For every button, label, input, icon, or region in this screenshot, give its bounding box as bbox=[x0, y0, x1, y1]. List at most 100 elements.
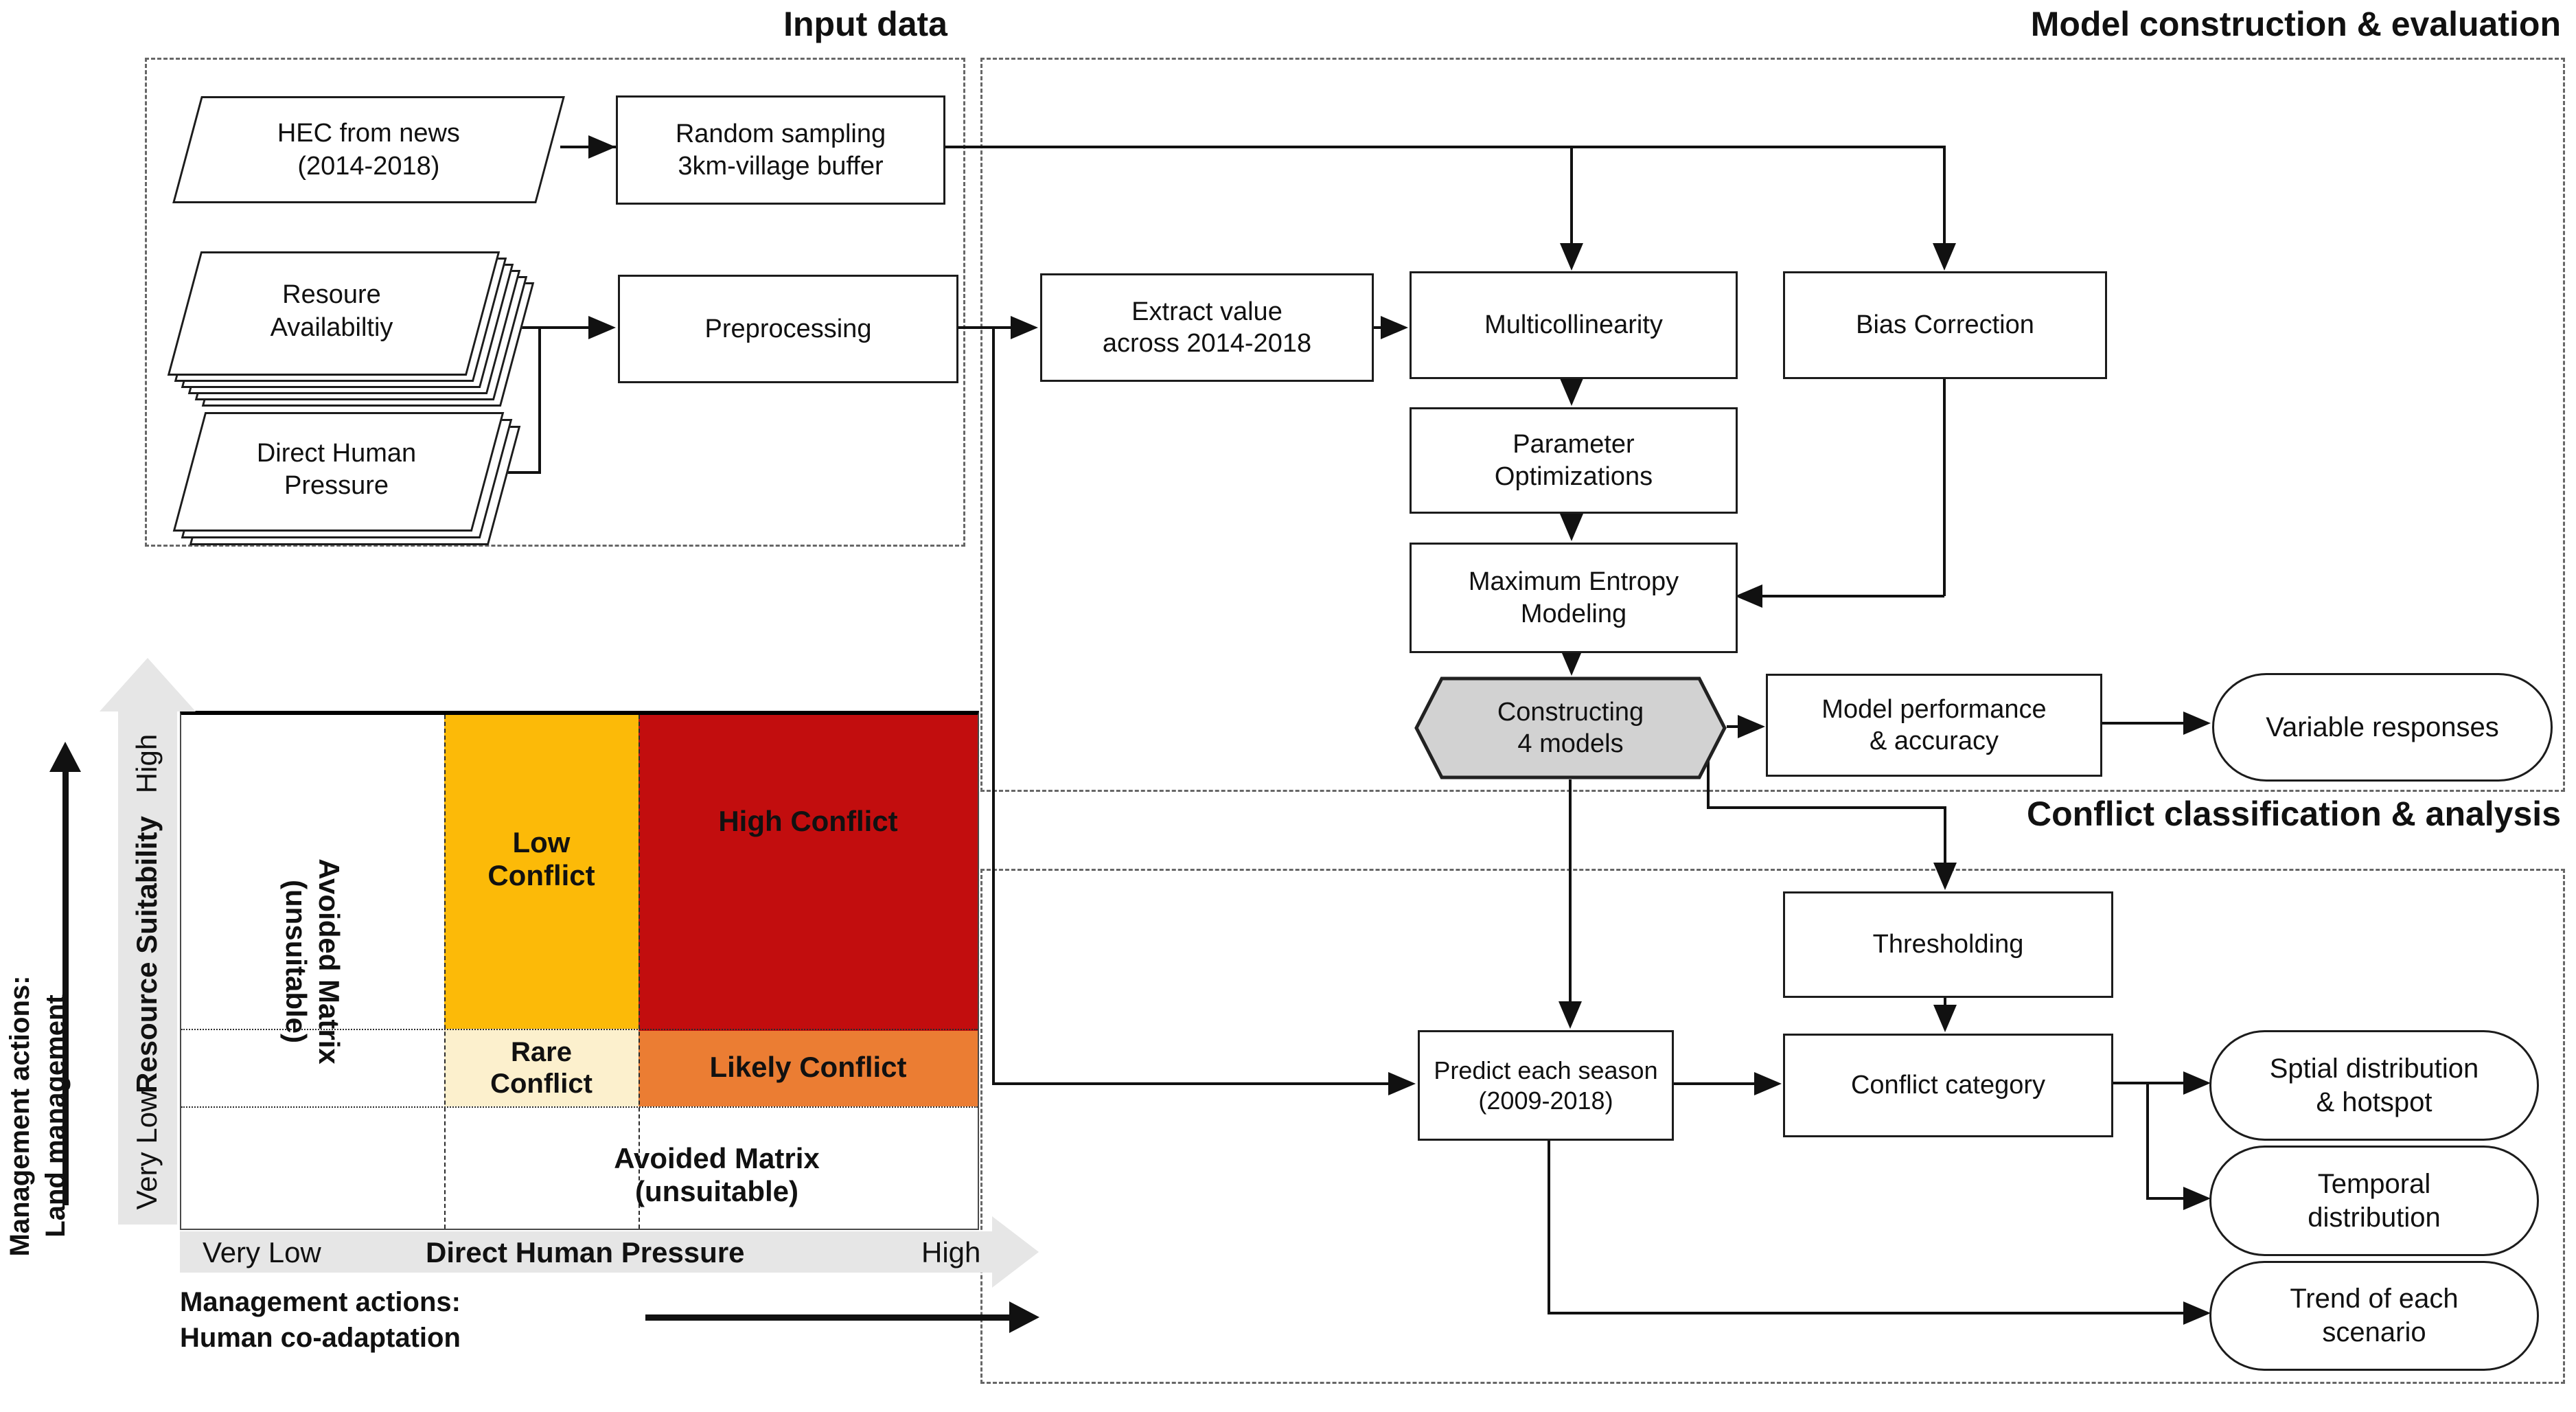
x-axis-arrowhead-icon bbox=[992, 1216, 1039, 1288]
connector-line bbox=[1548, 1312, 2186, 1314]
connector-line bbox=[1548, 1137, 1550, 1314]
matrix-gridline-vertical-1 bbox=[444, 715, 446, 1229]
matrix-label-avoided-bottom: Avoided Matrix (unsuitable) bbox=[456, 1124, 978, 1227]
connector-line bbox=[1569, 779, 1572, 1003]
matrix-region-likely-conflict bbox=[639, 1031, 978, 1106]
variable-responses-label: Variable responses bbox=[2266, 711, 2499, 742]
conflict-matrix-chart: Low Conflict High Conflict Rare Conflict… bbox=[180, 711, 979, 1230]
matrix-label-avoided-left: Avoided Matrix (unsuitable) bbox=[275, 783, 350, 1140]
trend-line-1: Trend of each bbox=[2290, 1284, 2459, 1314]
arrow-head bbox=[2183, 1071, 2211, 1095]
arrow-head bbox=[1933, 863, 1957, 890]
connector-line bbox=[992, 1082, 1390, 1085]
random-sampling-line-1: Random sampling bbox=[675, 119, 886, 149]
constructing-label: Constructing 4 models bbox=[1414, 676, 1727, 779]
predict-line-1: Predict each season bbox=[1434, 1056, 1658, 1084]
connector-line bbox=[2098, 722, 2185, 725]
connector-line bbox=[1570, 147, 1573, 246]
node-model-performance: Model performance & accuracy bbox=[1766, 674, 2102, 777]
node-trend-of-each-scenario: Trend of each scenario bbox=[2209, 1261, 2539, 1371]
matrix-label-rare-conflict: Rare Conflict bbox=[444, 1031, 639, 1104]
matrix-label-high-conflict: High Conflict bbox=[639, 790, 978, 852]
matrix-gridline-horizontal-1 bbox=[181, 1029, 978, 1030]
connector-line bbox=[1707, 806, 1946, 809]
connector-line bbox=[560, 146, 616, 148]
connector-line bbox=[992, 326, 995, 1084]
node-random-sampling: Random sampling 3km-village buffer bbox=[616, 95, 945, 205]
co-adaptation-arrowhead-icon bbox=[1009, 1301, 1039, 1333]
node-hec-from-news: HEC from news (2014-2018) bbox=[172, 96, 565, 203]
spatial-line-1: Sptial distribution bbox=[2269, 1053, 2479, 1084]
matrix-gridline-vertical-2 bbox=[639, 715, 640, 1229]
matrix-region-low-conflict bbox=[444, 715, 639, 1029]
node-multicollinearity: Multicollinearity bbox=[1410, 271, 1738, 379]
connector-line bbox=[941, 146, 1946, 148]
matrix-label-low-conflict: Low Conflict bbox=[444, 790, 639, 928]
avoided-bottom-line-1: Avoided Matrix bbox=[614, 1141, 820, 1174]
connector-line bbox=[954, 326, 1013, 329]
connector-line bbox=[2146, 1197, 2186, 1200]
node-conflict-category: Conflict category bbox=[1783, 1034, 2113, 1137]
arrow-head bbox=[1738, 715, 1765, 738]
node-maximum-entropy-modeling: Maximum Entropy Modeling bbox=[1410, 543, 1738, 653]
arrow-head bbox=[1754, 1072, 1782, 1095]
constructing-line-2: 4 models bbox=[1517, 729, 1624, 758]
temporal-line-1: Temporal bbox=[2317, 1168, 2431, 1199]
node-temporal-distribution: Temporal distribution bbox=[2209, 1146, 2539, 1256]
connector-line bbox=[1670, 1082, 1756, 1085]
avoided-left-line-1: Avoided Matrix bbox=[313, 858, 346, 1064]
model-construction-section-frame bbox=[980, 58, 2565, 792]
bottom-caption-line-2: Human co-adaptation bbox=[180, 1323, 461, 1353]
trend-line-2: scenario bbox=[2322, 1317, 2426, 1347]
y-axis-label-very-low: Very Low bbox=[130, 1091, 163, 1210]
connector-line bbox=[487, 471, 541, 474]
bottom-caption-line-1: Management actions: bbox=[180, 1287, 461, 1317]
x-axis-band bbox=[180, 1231, 992, 1273]
matrix-label-likely-conflict: Likely Conflict bbox=[639, 1033, 978, 1102]
constructing-line-1: Constructing bbox=[1497, 697, 1644, 727]
section-title-conflict-classification: Conflict classification & analysis bbox=[2026, 795, 2561, 833]
arrow-head bbox=[1560, 514, 1583, 541]
conflict-classification-section-frame bbox=[980, 869, 2565, 1384]
hec-label-line-2: (2014-2018) bbox=[297, 151, 440, 180]
arrow-head bbox=[1388, 1072, 1416, 1095]
connector-line bbox=[1943, 375, 1946, 596]
connector-line bbox=[1944, 806, 1946, 865]
arrow-head bbox=[1559, 1001, 1582, 1029]
node-bias-correction: Bias Correction bbox=[1783, 271, 2107, 379]
land-management-arrow-line bbox=[62, 771, 69, 1205]
performance-line-2: & accuracy bbox=[1870, 727, 1999, 755]
arrow-head bbox=[1560, 378, 1583, 406]
extract-line-2: across 2014-2018 bbox=[1102, 329, 1312, 358]
connector-line bbox=[1943, 147, 1946, 246]
matrix-region-rare-conflict bbox=[444, 1029, 639, 1106]
section-title-model-construction: Model construction & evaluation bbox=[2030, 5, 2561, 43]
bias-correction-label: Bias Correction bbox=[1856, 310, 2034, 340]
likely-conflict-label: Likely Conflict bbox=[709, 1050, 907, 1083]
arrow-head bbox=[588, 135, 616, 159]
connector-line bbox=[2146, 1082, 2149, 1200]
pressure-line-2: Pressure bbox=[284, 471, 389, 500]
node-preprocessing: Preprocessing bbox=[618, 275, 958, 383]
connector-line bbox=[1944, 994, 1946, 1007]
param-line-2: Optimizations bbox=[1494, 462, 1653, 491]
node-predict-each-season: Predict each season (2009-2018) bbox=[1418, 1030, 1674, 1141]
rare-conflict-line-2: Conflict bbox=[490, 1068, 593, 1099]
hexagon-shape bbox=[1414, 676, 1727, 779]
left-caption-line-1: Management actions: bbox=[5, 975, 35, 1257]
arrow-head bbox=[2183, 711, 2211, 735]
preprocessing-label: Preprocessing bbox=[704, 314, 872, 343]
arrow-head bbox=[1933, 243, 1956, 271]
rare-conflict-line-1: Rare bbox=[511, 1036, 572, 1067]
section-title-input-data: Input data bbox=[783, 5, 947, 43]
x-axis-title: Direct Human Pressure bbox=[426, 1236, 745, 1268]
x-axis-label-very-low: Very Low bbox=[203, 1236, 321, 1268]
resource-line-1: Resoure bbox=[282, 280, 381, 309]
connector-line bbox=[1707, 759, 1710, 809]
thresholding-label: Thresholding bbox=[1872, 930, 2024, 959]
arrow-head bbox=[1933, 1005, 1957, 1032]
matrix-gridline-horizontal-2 bbox=[181, 1106, 978, 1108]
node-constructing-4-models: Constructing 4 models bbox=[1414, 676, 1727, 779]
predict-line-2: (2009-2018) bbox=[1478, 1086, 1613, 1115]
